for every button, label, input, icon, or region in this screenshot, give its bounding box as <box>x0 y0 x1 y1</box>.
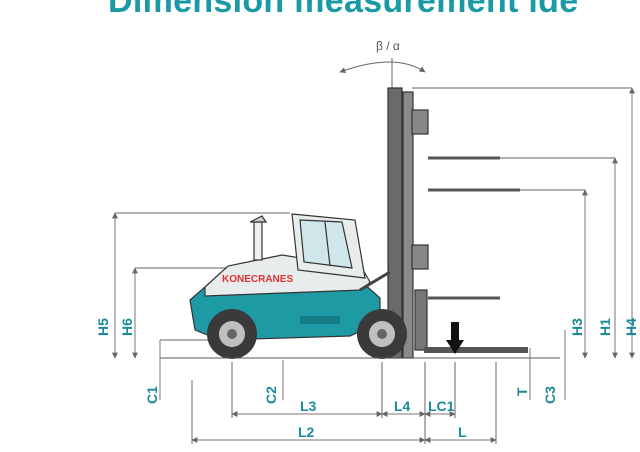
label-c2: C2 <box>263 386 279 404</box>
label-h3: H3 <box>569 318 585 336</box>
label-l4: L4 <box>394 398 411 414</box>
truck-body: KONECRANES <box>189 213 391 341</box>
page-title: Dimension measurement ide <box>108 0 579 20</box>
label-h1: H1 <box>597 318 613 336</box>
label-c3: C3 <box>542 386 558 404</box>
label-c1: C1 <box>144 386 160 404</box>
rear-wheel <box>207 309 257 359</box>
label-l3: L3 <box>300 398 317 414</box>
tilt-label: β / α <box>376 39 400 53</box>
fork-ground <box>424 347 528 353</box>
mast <box>387 87 429 359</box>
label-h6: H6 <box>119 318 135 336</box>
label-l2: L2 <box>298 424 315 440</box>
label-h4: H4 <box>623 318 639 336</box>
brand-logo: KONECRANES <box>222 274 293 285</box>
tilt-indicator: β / α <box>339 39 426 88</box>
label-lc1: LC1 <box>428 398 455 414</box>
label-h5: H5 <box>95 318 111 336</box>
front-wheel <box>357 309 407 359</box>
label-t: T <box>514 387 530 396</box>
load-center-arrow <box>446 322 464 354</box>
label-l: L <box>458 424 467 440</box>
